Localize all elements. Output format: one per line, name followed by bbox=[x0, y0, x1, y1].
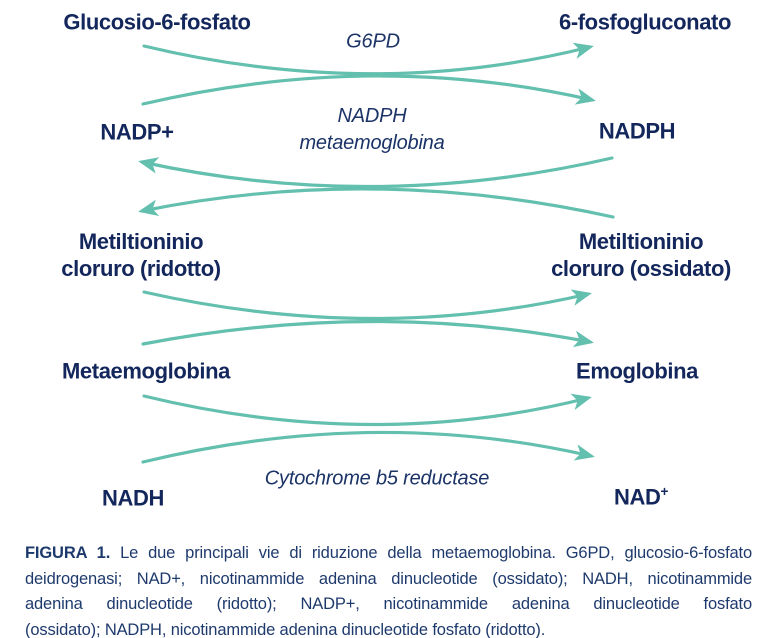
arrow-glucosio-to-fosfogluconato bbox=[142, 42, 594, 76]
arrow-nadh-to-nad bbox=[141, 430, 595, 464]
node-metiltioninio-ossidato-line2: cloruro (ossidato) bbox=[551, 256, 731, 281]
arrow-metaemoglobina-to-emoglobina-2 bbox=[142, 393, 592, 427]
arrow-ridotto-to-ossidato bbox=[142, 289, 592, 321]
node-nadh: NADH bbox=[102, 485, 164, 511]
caption-line-4: (ossidato); NADPH, nicotinammide adenina… bbox=[25, 620, 546, 638]
node-nad-plus-sup: + bbox=[660, 484, 669, 500]
node-metiltioninio-ridotto-line1: Metiltioninio bbox=[78, 229, 204, 254]
caption-figure-label: FIGURA 1. bbox=[25, 544, 111, 562]
label-nadph-metaemoglobina-line2: metaemoglobina bbox=[299, 132, 445, 154]
caption-line-2: deidrogenasi; NAD+, nicotinammide adenin… bbox=[25, 569, 752, 588]
node-emoglobina: Emoglobina bbox=[576, 358, 698, 384]
figure-caption: FIGURA 1. Le due principali vie di riduz… bbox=[25, 541, 752, 638]
caption-line-3: adenina dinucleotide (ridotto); NADP+, n… bbox=[25, 595, 752, 613]
arrow-nadp-to-nadph bbox=[141, 74, 596, 106]
caption-line-1-text: Le due principali vie di riduzione della… bbox=[120, 544, 752, 562]
node-metiltioninio-ridotto-line2: cloruro (ridotto) bbox=[61, 256, 221, 281]
label-nadph-metaemoglobina: NADPH metaemoglobina bbox=[299, 103, 444, 157]
label-g6pd: G6PD bbox=[346, 30, 400, 53]
node-nad-plus: NAD+ bbox=[614, 484, 668, 511]
pathway-arrows bbox=[138, 42, 615, 464]
arrow-metaemoglobina-to-emoglobina bbox=[141, 319, 594, 348]
node-metiltioninio-ossidato-line1: Metiltioninio bbox=[578, 229, 704, 254]
arrow-ossidato-to-ridotto bbox=[138, 187, 615, 219]
node-metiltioninio-ossidato: Metiltioninio cloruro (ossidato) bbox=[551, 228, 731, 282]
node-glucosio-6-fosfato: Glucosio-6-fosfato bbox=[63, 9, 251, 35]
label-cytochrome-b5-reductase: Cytochrome b5 reductase bbox=[264, 467, 490, 490]
caption-line-1: FIGURA 1. Le due principali vie di riduz… bbox=[25, 541, 752, 567]
node-metaemoglobina: Metaemoglobina bbox=[62, 358, 230, 384]
node-nadp-plus: NADP+ bbox=[100, 119, 174, 145]
node-metiltioninio-ridotto: Metiltioninio cloruro (ridotto) bbox=[61, 228, 221, 282]
node-nadph: NADPH bbox=[598, 118, 676, 144]
arrow-nadph-to-nadp bbox=[138, 156, 614, 189]
node-nad-plus-base: NAD bbox=[613, 484, 661, 510]
label-nadph-metaemoglobina-line1: NADPH bbox=[337, 105, 407, 127]
node-6-fosfogluconato: 6-fosfogluconato bbox=[558, 9, 732, 35]
